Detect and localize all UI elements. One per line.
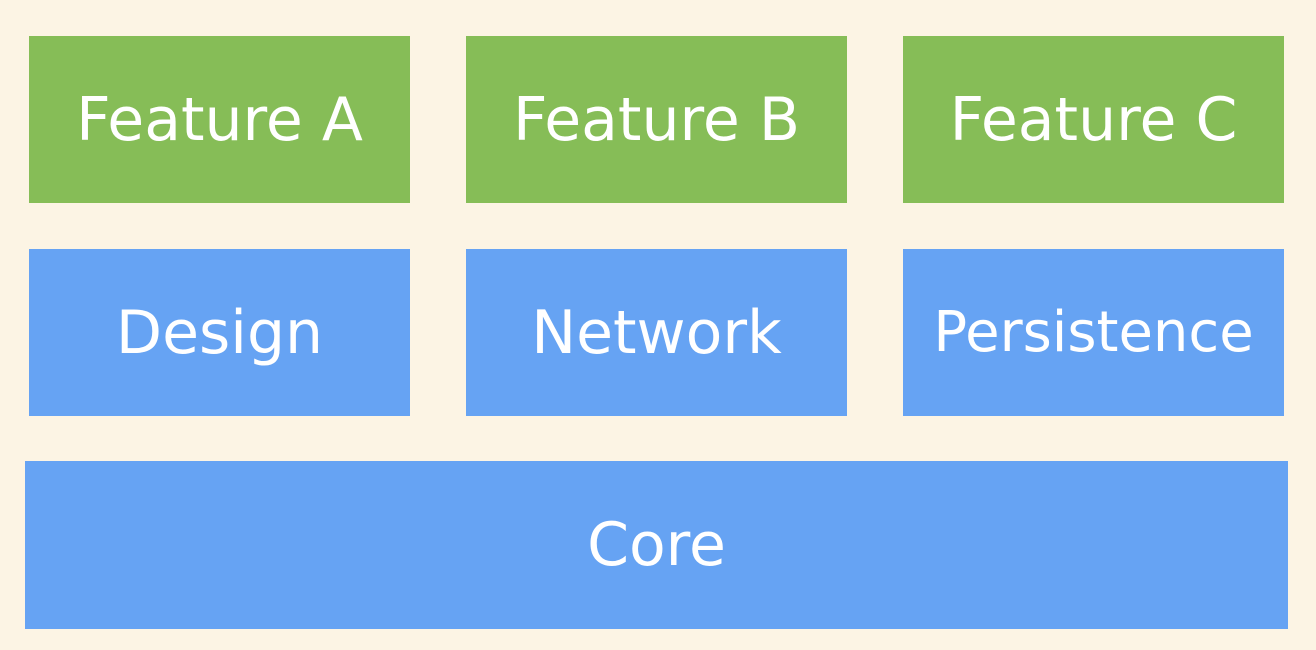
core-label: Core bbox=[587, 510, 726, 580]
design-module-label: Design bbox=[115, 297, 324, 368]
network-module-block: Network bbox=[466, 249, 847, 416]
feature-b-label: Feature B bbox=[513, 84, 800, 155]
core-block: Core bbox=[25, 461, 1288, 629]
feature-a-block: Feature A bbox=[29, 36, 410, 203]
network-module-label: Network bbox=[531, 297, 782, 368]
design-module-block: Design bbox=[29, 249, 410, 416]
persistence-module-label: Persistence bbox=[933, 300, 1254, 365]
feature-a-label: Feature A bbox=[76, 84, 363, 155]
feature-c-block: Feature C bbox=[903, 36, 1284, 203]
feature-c-label: Feature C bbox=[949, 84, 1238, 155]
persistence-module-block: Persistence bbox=[903, 249, 1284, 416]
feature-b-block: Feature B bbox=[466, 36, 847, 203]
